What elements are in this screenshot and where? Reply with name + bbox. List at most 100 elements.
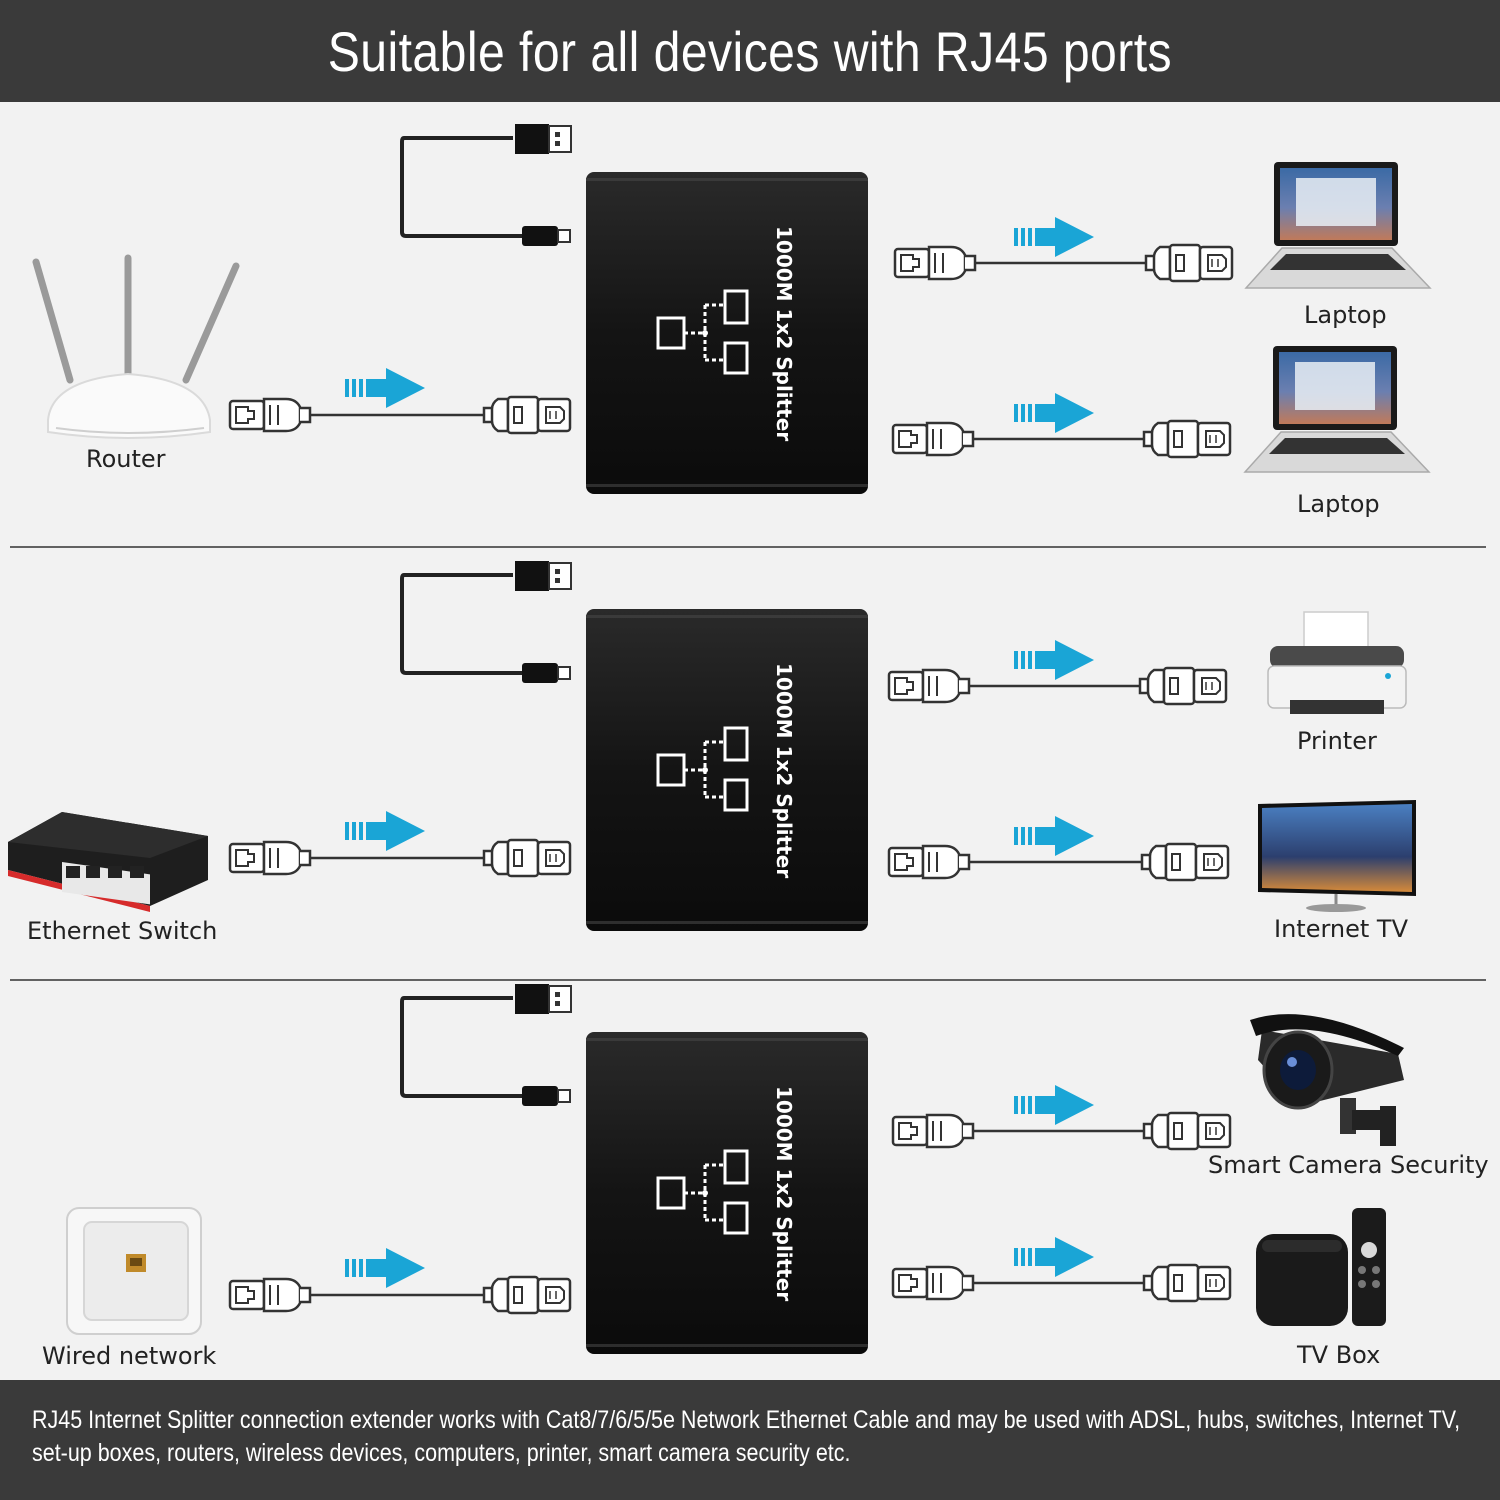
remote-body xyxy=(1352,1208,1386,1326)
router-icon xyxy=(32,254,240,439)
splitter-edge-highlight xyxy=(586,178,868,181)
remote-button xyxy=(1372,1266,1380,1274)
switch-port-panel xyxy=(62,861,150,905)
output-cable-plug-left-icon xyxy=(887,844,971,880)
output-cable-plug-right-icon xyxy=(1138,666,1228,706)
splitter-box xyxy=(586,172,868,494)
output-cable-plug-right-icon xyxy=(1142,1111,1232,1151)
splitter-edge-highlight xyxy=(586,615,868,618)
usb-power-cable-icon xyxy=(400,982,573,1108)
printer-led xyxy=(1385,673,1391,679)
output-cable-plug-right-icon xyxy=(1142,419,1232,459)
ethernet-switch-icon xyxy=(8,812,208,912)
printer-top xyxy=(1270,646,1404,668)
laptop-window xyxy=(1296,178,1376,226)
switch-port xyxy=(130,866,144,878)
splitter-edge-lower xyxy=(586,921,868,924)
section-2: 1000M 1x2 Splitter xyxy=(228,559,1230,931)
splitter-label: 1000M 1x2 Splitter xyxy=(772,226,796,441)
usb-power-cable-icon xyxy=(400,559,573,685)
splitter-edge-highlight xyxy=(586,1038,868,1041)
output-label-laptop-2: Laptop xyxy=(1297,490,1380,518)
output-cable-plug-left-icon xyxy=(891,421,975,457)
input-cable-plug-left-icon xyxy=(228,397,312,433)
switch-port xyxy=(86,866,100,878)
printer-icon xyxy=(1267,611,1407,714)
source-label-wired-network: Wired network xyxy=(42,1342,217,1370)
laptop-keyboard xyxy=(1270,254,1406,270)
remote-button xyxy=(1358,1266,1366,1274)
output-cable-plug-left-icon xyxy=(891,1113,975,1149)
router-antenna xyxy=(32,258,74,384)
source-label-router: Router xyxy=(86,445,166,473)
tv-screen xyxy=(1262,804,1412,892)
output-label-smart-camera-security: Smart Camera Security xyxy=(1208,1151,1489,1179)
input-cable-plug-right-icon xyxy=(482,838,572,878)
output-arrow-icon xyxy=(1014,1085,1094,1125)
laptop-window xyxy=(1295,362,1375,410)
footer-line-1: RJ45 Internet Splitter connection extend… xyxy=(32,1406,1461,1434)
router-trim xyxy=(55,427,205,434)
output-arrow-icon xyxy=(1014,816,1094,856)
tv-box-icon xyxy=(1256,1208,1386,1326)
output-label-tv-box: TV Box xyxy=(1297,1341,1381,1369)
output-arrow-icon xyxy=(1014,640,1094,680)
input-cable-plug-right-icon xyxy=(482,395,572,435)
remote-button xyxy=(1358,1280,1366,1288)
switch-top xyxy=(8,812,208,858)
input-cable-plug-right-icon xyxy=(482,1275,572,1315)
camera-lens xyxy=(1280,1050,1316,1090)
tv-stand-base xyxy=(1306,904,1366,912)
footer-line-2: set-up boxes, routers, wireless devices,… xyxy=(32,1439,851,1467)
camera-hood xyxy=(1250,1014,1404,1056)
router-antenna xyxy=(182,262,240,384)
source-label-ethernet-switch: Ethernet Switch xyxy=(27,917,218,945)
input-arrow-icon xyxy=(345,368,425,408)
output-arrow-icon xyxy=(1014,1237,1094,1277)
tv-box-sheen xyxy=(1262,1240,1342,1252)
router-body xyxy=(47,372,211,439)
splitter-edge-lower xyxy=(586,484,868,487)
splitter-box xyxy=(586,1032,868,1354)
output-label-laptop-1: Laptop xyxy=(1304,301,1387,329)
splitter-box xyxy=(586,609,868,931)
section-1: 1000M 1x2 Splitter xyxy=(228,122,1234,494)
output-arrow-icon xyxy=(1014,393,1094,433)
header-title: Suitable for all devices with RJ45 ports xyxy=(327,19,1173,83)
output-label-printer: Printer xyxy=(1297,727,1377,755)
output-arrow-icon xyxy=(1014,217,1094,257)
remote-button xyxy=(1372,1280,1380,1288)
printer-tray xyxy=(1290,700,1384,714)
output-cable-plug-left-icon xyxy=(893,245,977,281)
laptop-icon xyxy=(1243,346,1431,473)
camera-wall-plate xyxy=(1380,1106,1396,1146)
printer-paper xyxy=(1303,611,1369,649)
footer-banner: RJ45 Internet Splitter connection extend… xyxy=(0,1380,1500,1500)
output-cable-plug-right-icon xyxy=(1142,1263,1232,1303)
security-camera-icon xyxy=(1250,1014,1404,1146)
input-arrow-icon xyxy=(345,811,425,851)
input-cable-plug-left-icon xyxy=(228,1277,312,1313)
laptop-keyboard xyxy=(1269,438,1405,454)
socket-jack-pins xyxy=(130,1258,142,1266)
output-cable-plug-right-icon xyxy=(1144,243,1234,283)
switch-port xyxy=(66,866,80,878)
splitter-edge-lower xyxy=(586,1344,868,1347)
usb-power-cable-icon xyxy=(400,122,573,248)
splitter-label: 1000M 1x2 Splitter xyxy=(772,1086,796,1301)
input-arrow-icon xyxy=(345,1248,425,1288)
output-cable-plug-left-icon xyxy=(887,668,971,704)
camera-lens-glint xyxy=(1287,1057,1297,1067)
output-cable-plug-right-icon xyxy=(1140,842,1230,882)
laptop-icon xyxy=(1244,162,1432,289)
tv-icon xyxy=(1258,800,1416,912)
remote-button xyxy=(1361,1242,1377,1258)
header-banner: Suitable for all devices with RJ45 ports xyxy=(0,0,1500,102)
splitter-label: 1000M 1x2 Splitter xyxy=(772,663,796,878)
output-cable-plug-left-icon xyxy=(891,1265,975,1301)
section-3: 1000M 1x2 Splitter xyxy=(228,982,1232,1354)
wall-socket-icon xyxy=(66,1207,202,1335)
switch-port xyxy=(108,866,122,878)
